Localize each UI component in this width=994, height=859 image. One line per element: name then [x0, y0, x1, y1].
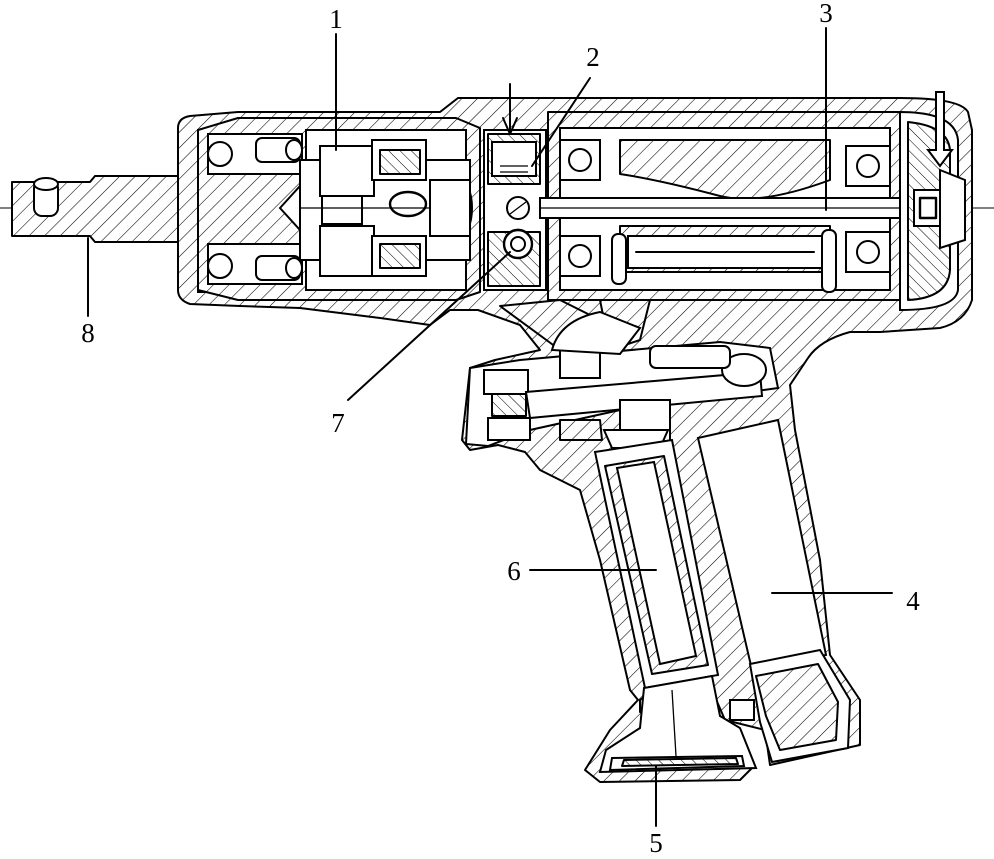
label-7: 7 [331, 408, 345, 438]
part-labels: 1 2 3 4 5 6 7 8 [81, 0, 920, 858]
impact-mechanism [278, 129, 473, 291]
airflow-arrow [502, 83, 518, 135]
output-shaft [11, 175, 201, 243]
trigger-assembly [464, 299, 780, 451]
label-8: 8 [81, 318, 95, 348]
cam-section [483, 129, 547, 291]
handle [593, 418, 852, 774]
label-1: 1 [329, 4, 343, 34]
label-3: 3 [819, 0, 833, 28]
label-6: 6 [507, 556, 521, 586]
label-2: 2 [586, 42, 600, 72]
leader-lines [87, 27, 893, 827]
label-4: 4 [906, 586, 920, 616]
leader-2 [531, 77, 591, 167]
motor-housing [539, 91, 966, 312]
label-5: 5 [649, 828, 663, 858]
leader-7 [347, 251, 511, 401]
